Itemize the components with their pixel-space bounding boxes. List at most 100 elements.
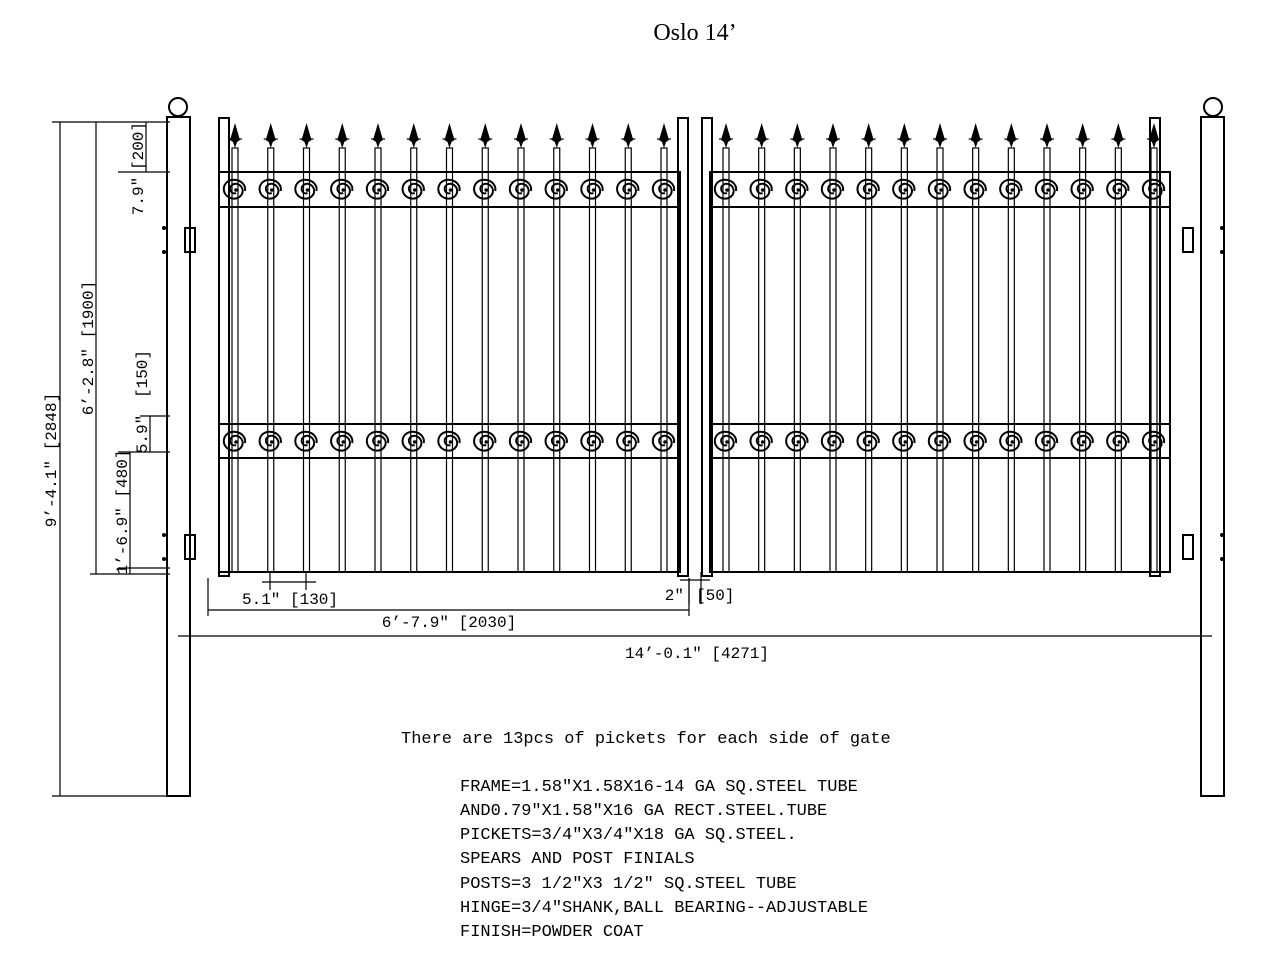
picket	[267, 147, 275, 573]
spec-line: SPEARS AND POST FINIALS	[460, 850, 695, 869]
scroll-eye	[305, 188, 310, 192]
picket	[660, 147, 668, 573]
scroll-ornament	[749, 178, 773, 200]
scroll-eye	[663, 188, 667, 192]
scroll-ornament	[580, 430, 604, 452]
hinge-stile	[1149, 117, 1161, 577]
scroll-eye	[903, 440, 908, 444]
scroll-eye	[903, 188, 908, 192]
scroll-eye	[796, 188, 801, 192]
picket	[793, 147, 801, 573]
hinge-bolt	[162, 226, 166, 230]
bottom-height-label: 1’-6.9" [480]	[114, 450, 132, 575]
scroll-eye	[1010, 188, 1015, 192]
spear-finial	[623, 123, 634, 148]
spear-finial	[480, 123, 491, 148]
scroll-ornament	[330, 430, 354, 452]
scroll-ornament	[1070, 178, 1094, 200]
scroll-eye	[1153, 440, 1157, 444]
right-post	[1200, 97, 1225, 797]
scroll-ornament	[785, 430, 809, 452]
hinge-bolt	[162, 250, 166, 254]
spec-line: POSTS=3 1/2"X3 1/2" SQ.STEEL TUBE	[460, 875, 797, 894]
scroll-ornament	[1070, 430, 1094, 452]
spear-finial	[230, 123, 240, 148]
scroll-eye	[412, 440, 417, 444]
spear-finial	[792, 123, 803, 148]
spear-finial	[659, 123, 669, 148]
scroll-ornament	[258, 178, 282, 200]
scroll-eye	[1117, 188, 1122, 192]
scroll-ornament	[616, 178, 640, 200]
picket	[374, 147, 382, 573]
right-gate-leaf	[701, 117, 1171, 577]
spear-finial	[721, 123, 731, 148]
gate-frame	[709, 171, 1171, 573]
hinge-bolt	[1220, 250, 1224, 254]
spear-finial	[970, 123, 981, 148]
scroll-ornament	[365, 178, 390, 200]
spear-finial	[373, 123, 383, 148]
hinge-bolt	[1220, 226, 1224, 230]
center-gap-mm-label: [50]	[696, 587, 734, 605]
scroll-ornament	[222, 430, 247, 452]
scroll-ornament	[1034, 178, 1059, 200]
picket	[972, 147, 980, 573]
vertical-dimensions	[52, 121, 170, 797]
scroll-eye	[305, 440, 310, 444]
scroll-eye	[484, 188, 489, 192]
scroll-ornament	[401, 178, 425, 200]
spear-finial	[863, 123, 874, 148]
spear-finial	[1077, 123, 1088, 148]
hinge-bolt	[1220, 533, 1224, 537]
scroll-ornament	[330, 178, 354, 200]
scroll-eye	[725, 440, 729, 444]
scroll-ornament	[437, 178, 461, 200]
picket	[722, 147, 730, 573]
scroll-eye	[234, 188, 238, 192]
scroll-eye	[591, 188, 596, 192]
spear-finial	[408, 123, 419, 148]
picket	[481, 147, 489, 573]
spear-finial	[935, 123, 945, 148]
scroll-ornament	[749, 430, 773, 452]
scroll-ornament	[580, 178, 604, 200]
picket	[758, 147, 766, 573]
picket	[900, 147, 908, 573]
scroll-eye	[832, 440, 836, 444]
scroll-eye	[591, 440, 596, 444]
scroll-eye	[555, 188, 560, 192]
hinge-bolt	[162, 533, 166, 537]
spec-line: FRAME=1.58"X1.58X16-14 GA SQ.STEEL TUBE	[460, 778, 858, 797]
scroll-eye	[377, 188, 381, 192]
scroll-eye	[760, 440, 765, 444]
spear-finial	[1042, 123, 1052, 148]
picket	[865, 147, 873, 573]
scroll-eye	[341, 188, 346, 192]
picket	[624, 147, 632, 573]
hinge	[184, 227, 196, 253]
scroll-ornament	[258, 430, 282, 452]
scroll-eye	[520, 440, 524, 444]
scroll-eye	[974, 188, 979, 192]
scroll-ornament	[508, 430, 533, 452]
hinge-stile	[218, 117, 230, 577]
scroll-ornament	[856, 178, 880, 200]
scroll-ornament	[927, 430, 952, 452]
scroll-eye	[520, 188, 524, 192]
picket	[231, 147, 239, 573]
scroll-ornament	[856, 430, 880, 452]
picket	[936, 147, 944, 573]
picket	[302, 147, 311, 573]
picket	[1150, 147, 1158, 573]
scroll-eye	[1081, 440, 1086, 444]
scroll-ornament	[820, 430, 845, 452]
gate-frame	[218, 171, 681, 573]
picket	[1079, 147, 1087, 573]
hinge	[1182, 227, 1194, 253]
scroll-eye	[867, 188, 872, 192]
spear-finial	[301, 123, 312, 148]
scroll-ornament	[892, 178, 916, 200]
overall-height-label: 9’-4.1" [2848]	[43, 393, 61, 527]
scroll-eye	[725, 188, 729, 192]
